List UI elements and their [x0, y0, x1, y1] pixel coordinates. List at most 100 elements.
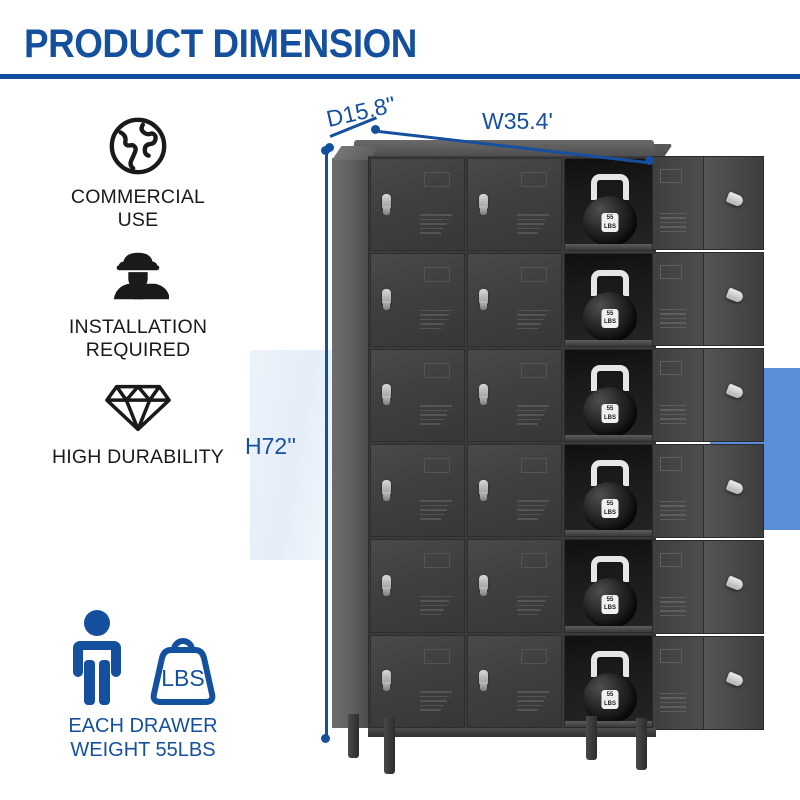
open-compartment: 55 LBS: [564, 444, 656, 538]
card-holder-icon: [521, 553, 547, 569]
width-label: W35.4': [482, 108, 553, 134]
width-endpoint-dot: [645, 156, 654, 165]
locker-door[interactable]: [467, 539, 562, 633]
vent-louvers: [420, 405, 452, 427]
locker-door[interactable]: [467, 348, 562, 442]
vent-louvers: [517, 309, 549, 332]
card-holder-icon: [521, 267, 547, 283]
feature-label: HIGH DURABILITY: [51, 446, 225, 468]
vent-louvers: [517, 214, 549, 236]
vent-louvers: [517, 691, 549, 713]
card-holder-icon: [424, 362, 450, 378]
latch-icon[interactable]: [382, 384, 391, 406]
kettlebell-icon: 55 LBS: [579, 365, 641, 437]
kettlebell-icon: 55 LBS: [579, 651, 641, 723]
latch-icon[interactable]: [479, 384, 488, 406]
card-holder-icon: [521, 172, 547, 187]
globe-icon: [18, 110, 258, 182]
latch-icon[interactable]: [382, 193, 391, 215]
locker-door[interactable]: [370, 253, 465, 347]
latch-icon[interactable]: [725, 383, 745, 400]
open-door-column: [652, 156, 764, 730]
latch-icon[interactable]: [479, 575, 488, 597]
feature-drawer-weight: LBS EACH DRAWER WEIGHT 55LBS: [18, 600, 268, 762]
open-locker-door[interactable]: [652, 348, 764, 442]
person-icon: [73, 610, 121, 705]
latch-icon[interactable]: [725, 671, 745, 688]
locker-door[interactable]: [467, 158, 562, 252]
card-holder-icon: [424, 458, 450, 473]
feature-installation-required: INSTALLATION REQUIRED: [18, 240, 258, 362]
open-locker-door[interactable]: [652, 252, 764, 346]
locker-door[interactable]: [467, 634, 562, 728]
kettlebell-icon: 55 LBS: [579, 460, 641, 533]
latch-icon[interactable]: [382, 670, 391, 692]
open-compartment: 55 LBS: [564, 634, 656, 728]
vent-louvers: [517, 595, 549, 618]
latch-icon[interactable]: [382, 575, 391, 597]
vent-louvers: [420, 691, 452, 713]
cabinet-side-panel: [332, 158, 370, 728]
feature-label: COMMERCIAL USE: [70, 186, 206, 231]
latch-icon[interactable]: [479, 479, 488, 501]
closed-door-grid: [370, 158, 562, 728]
height-endpoint-dot: [321, 734, 330, 743]
card-holder-icon: [424, 648, 450, 664]
kettlebell-icon: 55 LBS: [579, 269, 641, 342]
open-compartment: 55 LBS: [564, 253, 656, 347]
cabinet-top-face: [354, 140, 654, 156]
feature-commercial-use: COMMERCIAL USE: [18, 110, 258, 232]
weight-icon: LBS: [150, 638, 216, 705]
cabinet-base: [368, 728, 656, 737]
vent-louvers: [420, 214, 452, 236]
feature-list: COMMERCIAL USE INSTALLATION REQUIRED: [18, 110, 258, 477]
open-locker-door[interactable]: [652, 540, 764, 634]
vent-louvers: [517, 500, 549, 522]
kettlebell-icon: 55 LBS: [579, 555, 641, 628]
kettlebell-weight-label: 55 LBS: [601, 499, 619, 519]
card-holder-icon: [424, 553, 450, 569]
feature-label: EACH DRAWER WEIGHT 55LBS: [68, 715, 218, 761]
cabinet-leg: [348, 714, 359, 758]
open-compartment: 55 LBS: [564, 539, 656, 633]
locker-door[interactable]: [370, 539, 465, 633]
kettlebell-icon: 55 LBS: [579, 174, 641, 247]
open-compartment: 55 LBS: [564, 158, 656, 252]
locker-cabinet-illustration: 55 LBS 55 LBS 55 LBS 55 LBS 55 LBS 55 LB…: [318, 100, 788, 780]
feature-label: INSTALLATION REQUIRED: [68, 316, 208, 361]
locker-door[interactable]: [370, 444, 465, 538]
latch-icon[interactable]: [725, 575, 745, 592]
latch-icon[interactable]: [382, 289, 391, 311]
kettlebell-weight-label: 55 LBS: [601, 404, 619, 423]
depth-endpoint-dot: [371, 125, 380, 134]
latch-icon[interactable]: [725, 191, 745, 208]
vent-louvers: [420, 595, 452, 618]
locker-door[interactable]: [370, 634, 465, 728]
worker-hardhat-icon: [18, 240, 258, 312]
latch-icon[interactable]: [479, 670, 488, 692]
page-title: PRODUCT DIMENSION: [24, 22, 417, 66]
card-holder-icon: [521, 648, 547, 664]
vent-louvers: [420, 309, 452, 332]
vent-louvers: [420, 500, 452, 522]
card-holder-icon: [521, 362, 547, 378]
cabinet-leg: [636, 718, 647, 770]
cabinet-front-body: [368, 156, 656, 730]
header-divider: [0, 74, 800, 79]
locker-door[interactable]: [467, 253, 562, 347]
locker-door[interactable]: [467, 444, 562, 538]
vent-louvers: [517, 405, 549, 427]
latch-icon[interactable]: [382, 479, 391, 501]
latch-icon[interactable]: [479, 193, 488, 215]
latch-icon[interactable]: [725, 479, 745, 496]
locker-door[interactable]: [370, 348, 465, 442]
kettlebell-weight-label: 55 LBS: [601, 213, 619, 233]
open-locker-door[interactable]: [652, 444, 764, 538]
locker-door[interactable]: [370, 158, 465, 252]
open-locker-door[interactable]: [652, 636, 764, 730]
latch-icon[interactable]: [725, 287, 745, 304]
latch-icon[interactable]: [479, 289, 488, 311]
kettlebell-weight-label: 55 LBS: [601, 690, 619, 709]
open-locker-door[interactable]: [652, 156, 764, 250]
cabinet-leg: [586, 716, 597, 760]
